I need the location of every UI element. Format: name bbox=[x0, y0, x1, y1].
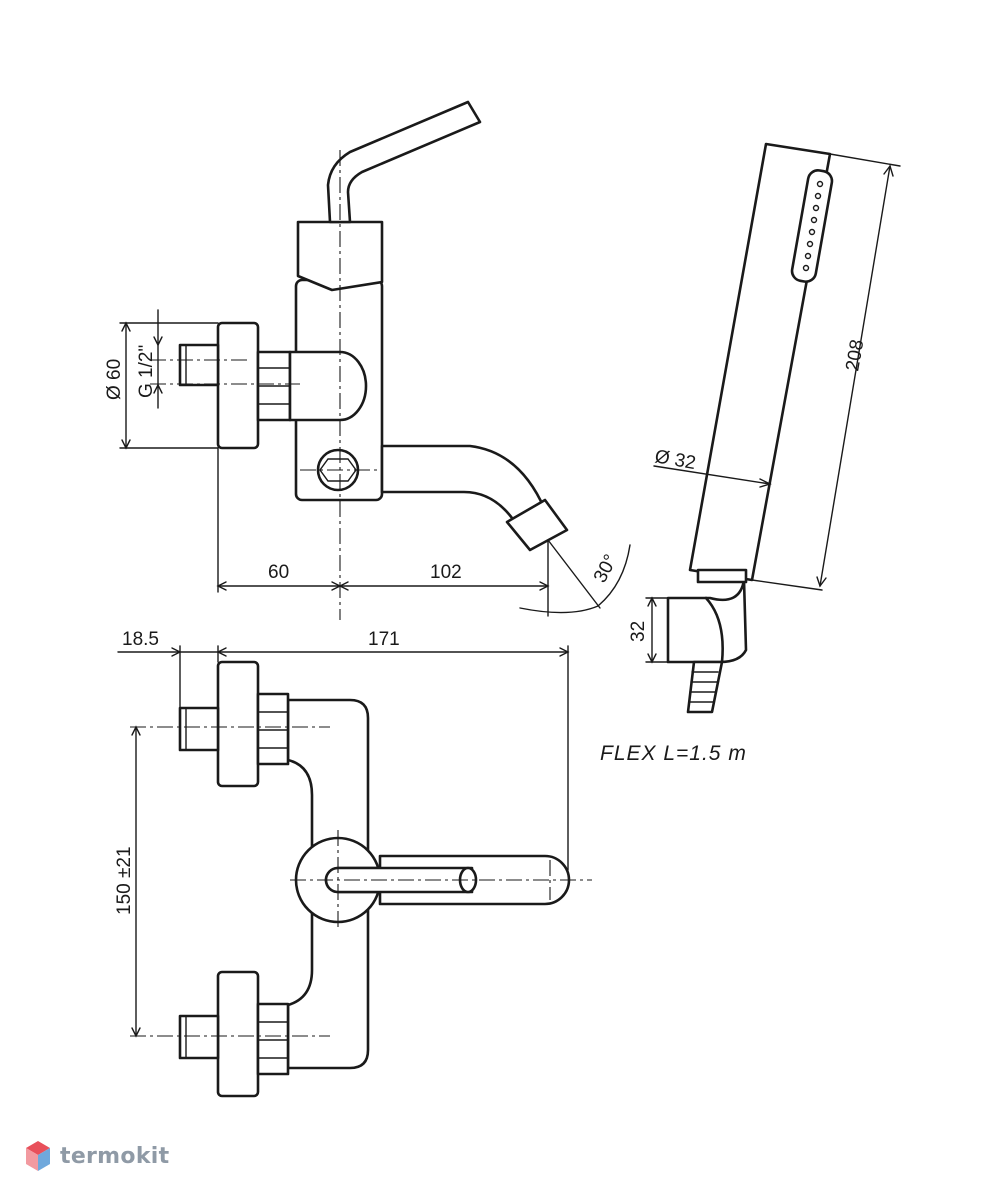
cartridge-cap bbox=[296, 220, 384, 292]
dim-angle: 30° bbox=[590, 551, 622, 586]
lower-nut bbox=[256, 1002, 290, 1076]
spray-face bbox=[790, 169, 834, 283]
wall-flange bbox=[216, 321, 260, 450]
brand-name: termokit bbox=[60, 1143, 170, 1169]
termokit-logo: termokit bbox=[24, 1136, 169, 1176]
flex-hose bbox=[686, 660, 724, 714]
connector bbox=[288, 350, 368, 422]
spout-tip bbox=[505, 498, 569, 552]
dim-dia-32: Ø 32 bbox=[653, 446, 697, 474]
dim-width-171: 171 bbox=[368, 629, 400, 650]
hand-shower-view: 208 Ø 32 32 FLEX L=1.5 m bbox=[600, 142, 901, 765]
dim-offset-18-5: 18.5 bbox=[122, 629, 159, 650]
dim-dia-60: Ø 60 bbox=[104, 359, 125, 400]
hose-note: FLEX L=1.5 m bbox=[600, 742, 747, 765]
cube-logo-icon bbox=[26, 1141, 50, 1171]
dim-height-32: 32 bbox=[628, 621, 649, 642]
lever-handle bbox=[326, 100, 482, 224]
spray-nozzles bbox=[802, 180, 824, 272]
dim-depth-102: 102 bbox=[430, 562, 462, 583]
dim-thread: G 1/2" bbox=[136, 345, 157, 398]
hose-connector bbox=[666, 578, 748, 664]
side-view: Ø 60 G 1/2" 60 102 30° bbox=[104, 100, 631, 620]
upper-flange bbox=[216, 660, 260, 788]
dim-length-208: 208 bbox=[842, 338, 868, 373]
top-view: 150 ±21 18.5 171 bbox=[114, 629, 592, 1098]
lower-flange bbox=[216, 970, 260, 1098]
upper-nut bbox=[256, 692, 290, 766]
dim-depth-60: 60 bbox=[268, 562, 289, 583]
dim-spacing: 150 ±21 bbox=[114, 846, 135, 915]
shower-collar bbox=[696, 568, 748, 584]
